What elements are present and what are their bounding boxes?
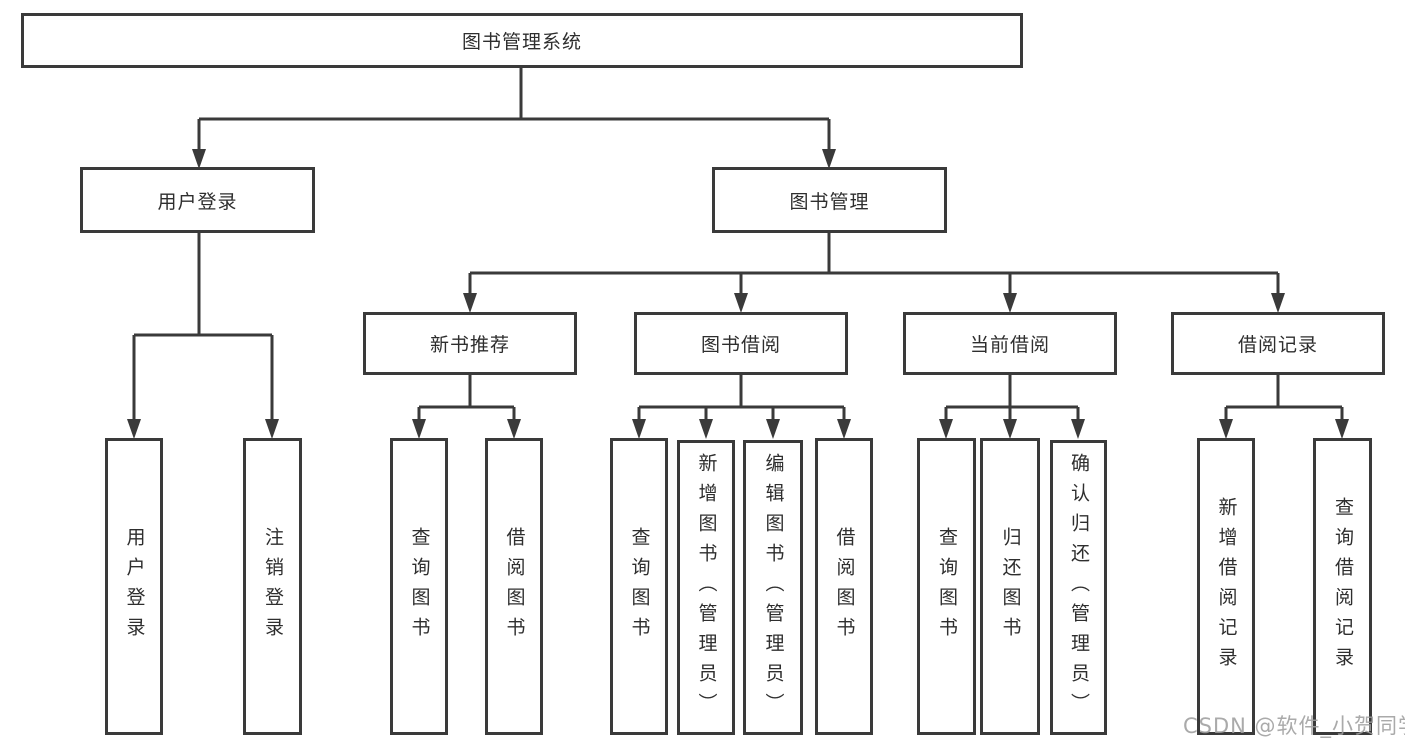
- node-leaf-edit-books-admin: 编辑图书（管理员）: [743, 440, 803, 735]
- leaf-label: 新增图书（管理员）: [695, 452, 718, 723]
- node-leaf-query-borrow-record: 查询借阅记录: [1313, 438, 1372, 735]
- leaf-label: 借阅图书: [503, 526, 526, 647]
- leaf-label: 编辑图书（管理员）: [762, 452, 785, 723]
- node-leaf-borrow-books-2: 借阅图书: [815, 438, 873, 735]
- node-borrow-records-label: 借阅记录: [1237, 334, 1318, 356]
- node-root-system: 图书管理系统: [21, 13, 1023, 68]
- node-user-login: 用户登录: [80, 167, 315, 233]
- leaf-label: 注销登录: [262, 526, 284, 647]
- node-leaf-borrow-books-1: 借阅图书: [485, 438, 543, 735]
- node-leaf-return-books: 归还图书: [980, 438, 1040, 735]
- node-new-book-recommend-label: 新书推荐: [429, 334, 510, 356]
- leaf-label: 查询图书: [936, 526, 958, 647]
- node-new-book-recommend: 新书推荐: [363, 312, 577, 375]
- leaf-label: 用户登录: [123, 526, 146, 647]
- leaf-label: 归还图书: [999, 526, 1022, 647]
- node-leaf-logout: 注销登录: [243, 438, 302, 735]
- node-leaf-query-books-2: 查询图书: [610, 438, 668, 735]
- leaf-label: 查询图书: [408, 526, 431, 647]
- node-root-label: 图书管理系统: [461, 31, 582, 53]
- node-book-borrow: 图书借阅: [634, 312, 848, 375]
- node-book-management-label: 图书管理: [789, 190, 870, 213]
- node-leaf-add-books-admin: 新增图书（管理员）: [677, 440, 735, 735]
- leaf-label: 查询借阅记录: [1332, 496, 1354, 677]
- node-leaf-add-borrow-record: 新增借阅记录: [1197, 438, 1255, 735]
- node-leaf-query-books-1: 查询图书: [390, 438, 448, 735]
- leaf-label: 借阅图书: [833, 526, 856, 647]
- node-leaf-confirm-return-admin: 确认归还（管理员）: [1050, 440, 1107, 735]
- leaf-label: 新增借阅记录: [1215, 496, 1238, 677]
- node-leaf-user-login: 用户登录: [105, 438, 163, 735]
- leaf-label: 查询图书: [628, 526, 651, 647]
- node-book-management: 图书管理: [712, 167, 947, 233]
- node-current-borrow-label: 当前借阅: [969, 334, 1050, 356]
- node-borrow-records: 借阅记录: [1171, 312, 1385, 375]
- csdn-watermark: CSDN @软件_小贺同学: [1183, 714, 1405, 738]
- node-user-login-label: 用户登录: [157, 190, 238, 213]
- node-leaf-query-books-3: 查询图书: [917, 438, 976, 735]
- node-current-borrow: 当前借阅: [903, 312, 1117, 375]
- leaf-label: 确认归还（管理员）: [1068, 452, 1090, 723]
- node-book-borrow-label: 图书借阅: [700, 334, 781, 356]
